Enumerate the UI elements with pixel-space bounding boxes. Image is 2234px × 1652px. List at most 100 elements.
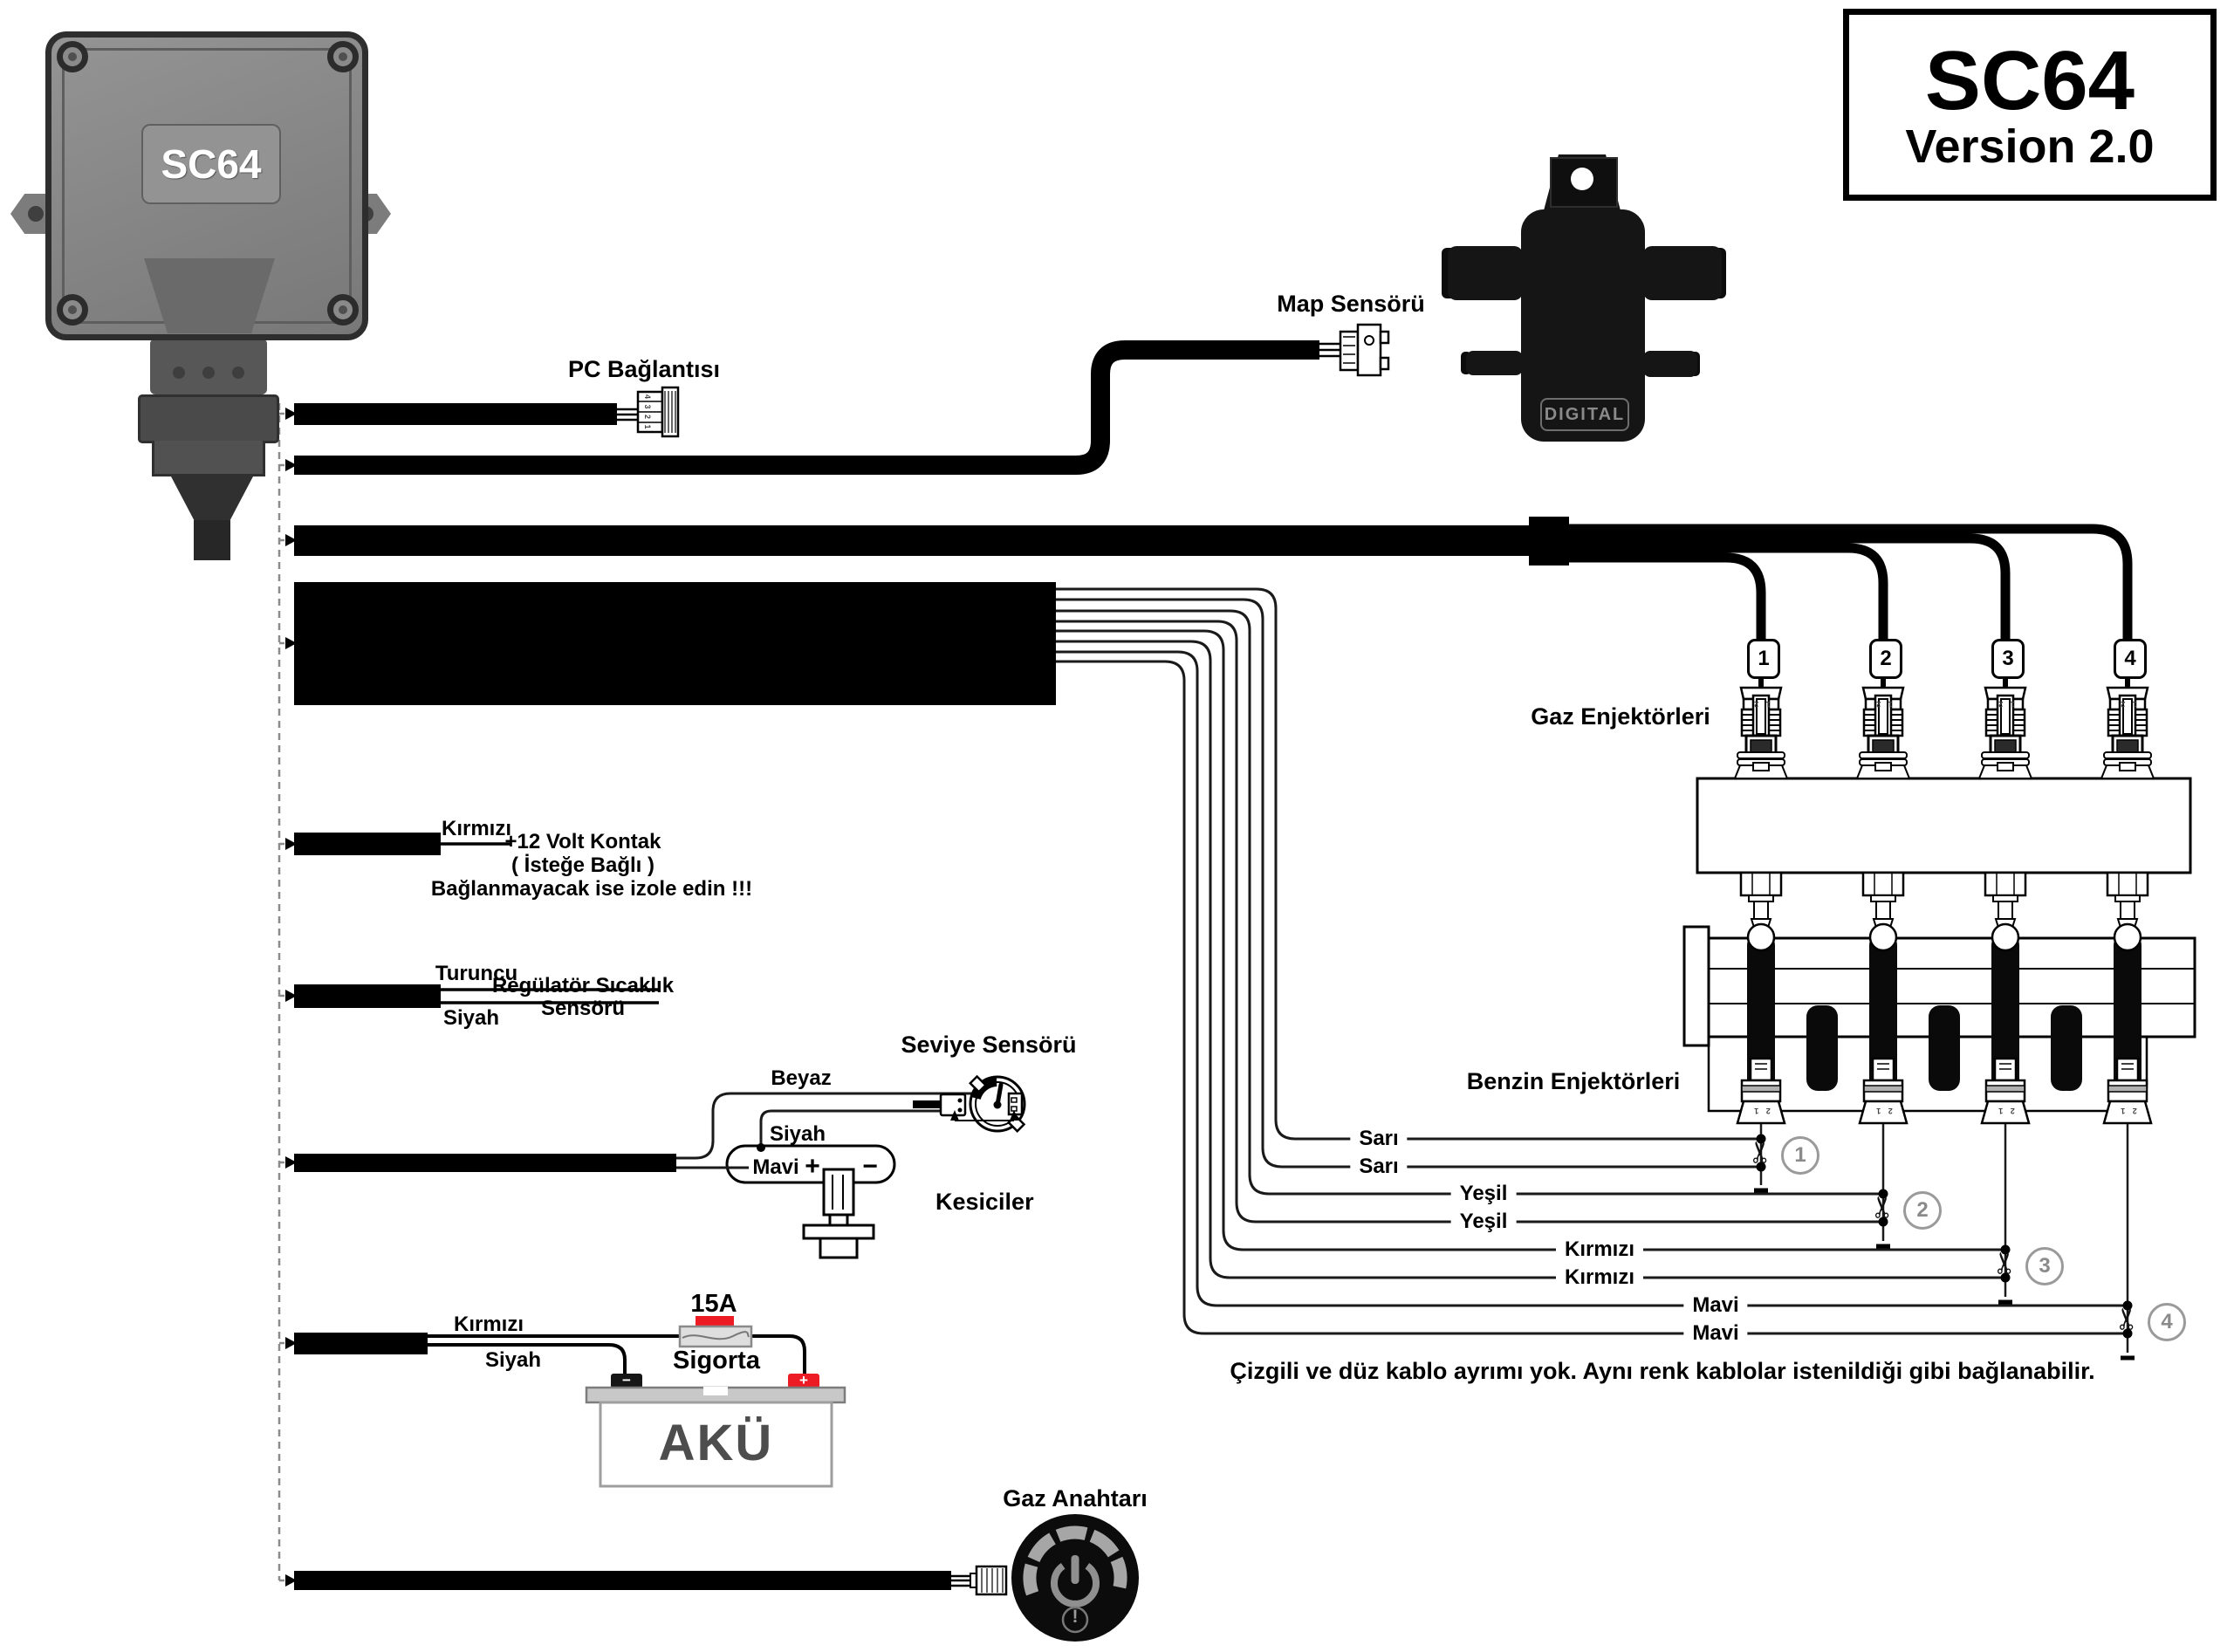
map-barb-left (1448, 246, 1523, 300)
map-device-text: DIGITAL (1544, 404, 1626, 424)
fuel-level-segments (1023, 1525, 1127, 1596)
ecu-connector-hole (173, 367, 185, 379)
gas-switch-button: ! (1011, 1514, 1139, 1642)
cutters-section (294, 1074, 1026, 1259)
petrol-connector-pins: 2 1 (1996, 1107, 2015, 1115)
cut-number-2: 2 (1903, 1191, 1942, 1230)
scissors-icon: ✂ (1744, 1139, 1778, 1165)
wire-label-sari-1: Sarı (1350, 1127, 1408, 1151)
map-cable (294, 323, 1390, 475)
ecu-label: SC64 (161, 141, 262, 187)
ecu-connector-hole (232, 367, 244, 379)
gas-injector-tag-1: 1 (1747, 639, 1780, 679)
level-sensor-label: Seviye Sensörü (901, 1032, 1077, 1058)
battery-red-wire-label: Kırmızı (453, 1313, 524, 1336)
gas-injector-cable (294, 517, 2133, 691)
regulator-line2: Sensörü (540, 997, 626, 1020)
ignition-wire (294, 833, 511, 855)
cutters-plus-sign: + (805, 1152, 820, 1181)
pc-connector-pins: 4 3 2 1 (643, 394, 652, 431)
ignition-line1: +12 Volt Kontak (504, 830, 661, 853)
gas-switch-graphics (1023, 1525, 1127, 1634)
battery-black-wire-label: Siyah (484, 1348, 542, 1372)
ecu-connector-step (152, 441, 265, 476)
regulator-wires (294, 984, 659, 1008)
cutters-black-wire-label: Siyah (769, 1122, 826, 1146)
ecu-screw-lug (327, 41, 359, 72)
ecu-bottom-connector-face (144, 258, 275, 333)
petrol-connector-pins: 2 1 (2118, 1107, 2137, 1115)
warning-mark: ! (1072, 1607, 1079, 1627)
gas-injector-tag-4: 4 (2114, 639, 2147, 679)
scissors-icon: ✂ (1867, 1194, 1900, 1220)
map-device-mount-hole (1571, 168, 1593, 190)
battery-plus-terminal: + (799, 1372, 808, 1388)
map-device-badge: DIGITAL (1540, 398, 1629, 431)
gas-rail (1696, 777, 2192, 874)
gas-switch-cable (294, 1565, 1008, 1596)
ecu-connector-hole (202, 367, 215, 379)
wire-label-mavi-1: Mavi (1683, 1293, 1748, 1318)
fuse-label: Sigorta (673, 1347, 760, 1374)
gas-connector-pins: 1 2 (1996, 700, 2015, 709)
map-sensor-label: Map Sensörü (1277, 291, 1425, 317)
ecu-connector-stub (194, 520, 230, 560)
battery-minus-terminal: − (622, 1372, 631, 1388)
gas-injector-tag-3: 3 (1991, 639, 2025, 679)
petrol-connector-pins: 2 1 (1751, 1107, 1771, 1115)
ignition-line3: Bağlanmayacak ise izole edin !!! (430, 877, 753, 901)
scissors-icon: ✂ (2111, 1306, 2144, 1332)
map-barb-small-right (1643, 351, 1697, 377)
wire-label-kirmizi-2: Kırmızı (1555, 1265, 1644, 1290)
wire-label-kirmizi-1: Kırmızı (1555, 1237, 1644, 1262)
cut-stub-marks (1754, 1188, 2135, 1361)
branch-arrowheads (285, 408, 297, 1587)
map-barb-right (1643, 246, 1722, 300)
wire-label-yesil-2: Yeşil (1450, 1210, 1517, 1234)
gas-injector-tag-2: 2 (1869, 639, 1902, 679)
fuse-rating-label: 15A (690, 1290, 737, 1318)
wire-label-yesil-1: Yeşil (1450, 1182, 1517, 1206)
cut-number-3: 3 (2025, 1247, 2064, 1285)
note-text: Çizgili ve düz kablo ayrımı yok. Aynı re… (1230, 1358, 2095, 1384)
power-icon (1051, 1555, 1100, 1607)
ecu-label-plate: SC64 (141, 124, 281, 204)
regulator-line1: Regülatör Sıcaklık (491, 974, 675, 997)
title-version: Version 2.0 (1905, 120, 2155, 174)
petrol-injector-wires (1056, 587, 2128, 1335)
wire-label-sari-2: Sarı (1350, 1155, 1408, 1179)
title-box: SC64 Version 2.0 (1843, 9, 2217, 201)
cutters-blue-wire-label: Mavi (752, 1155, 799, 1179)
battery-section (294, 1316, 846, 1488)
gas-connector-pins: 1 2 (1874, 700, 1893, 709)
warning-ring (1061, 1606, 1089, 1634)
ecu-connector-wide (138, 394, 279, 443)
ignition-line2: ( İsteğe Bağlı ) (511, 853, 655, 877)
gas-injectors-label: Gaz Enjektörleri (1531, 703, 1710, 730)
petrol-connector-pins: 2 1 (1874, 1107, 1893, 1115)
wire-label-mavi-2: Mavi (1683, 1321, 1748, 1346)
cut-number-4: 4 (2148, 1303, 2186, 1341)
map-barb-small-left (1466, 351, 1523, 375)
title-model: SC64 (1924, 33, 2135, 127)
battery-label: AKÜ (658, 1415, 774, 1471)
cut-number-1: 1 (1781, 1136, 1819, 1175)
ecu-screw-lug (327, 294, 359, 326)
ecu-screw-lug (57, 41, 88, 72)
cutters-label: Kesiciler (935, 1189, 1034, 1215)
pc-cable (294, 386, 680, 438)
cutters-white-wire-label: Beyaz (771, 1066, 832, 1090)
petrol-injectors-label: Benzin Enjektörleri (1466, 1068, 1681, 1094)
harness-block (294, 582, 1056, 705)
regulator-wire-top-label: Turuncu (435, 962, 518, 985)
scissors-icon: ✂ (1989, 1250, 2022, 1276)
cutters-minus-sign: − (862, 1152, 878, 1181)
ecu-screw-lug (57, 294, 88, 326)
gas-connector-pins: 1 2 (2118, 700, 2137, 709)
ignition-wire-label: Kırmızı (441, 817, 512, 840)
gas-connector-pins: 1 2 (1751, 700, 1771, 709)
pc-connection-label: PC Bağlantısı (567, 356, 721, 382)
gas-switch-label: Gaz Anahtarı (1003, 1485, 1148, 1511)
dashed-branch-line (278, 403, 284, 1582)
